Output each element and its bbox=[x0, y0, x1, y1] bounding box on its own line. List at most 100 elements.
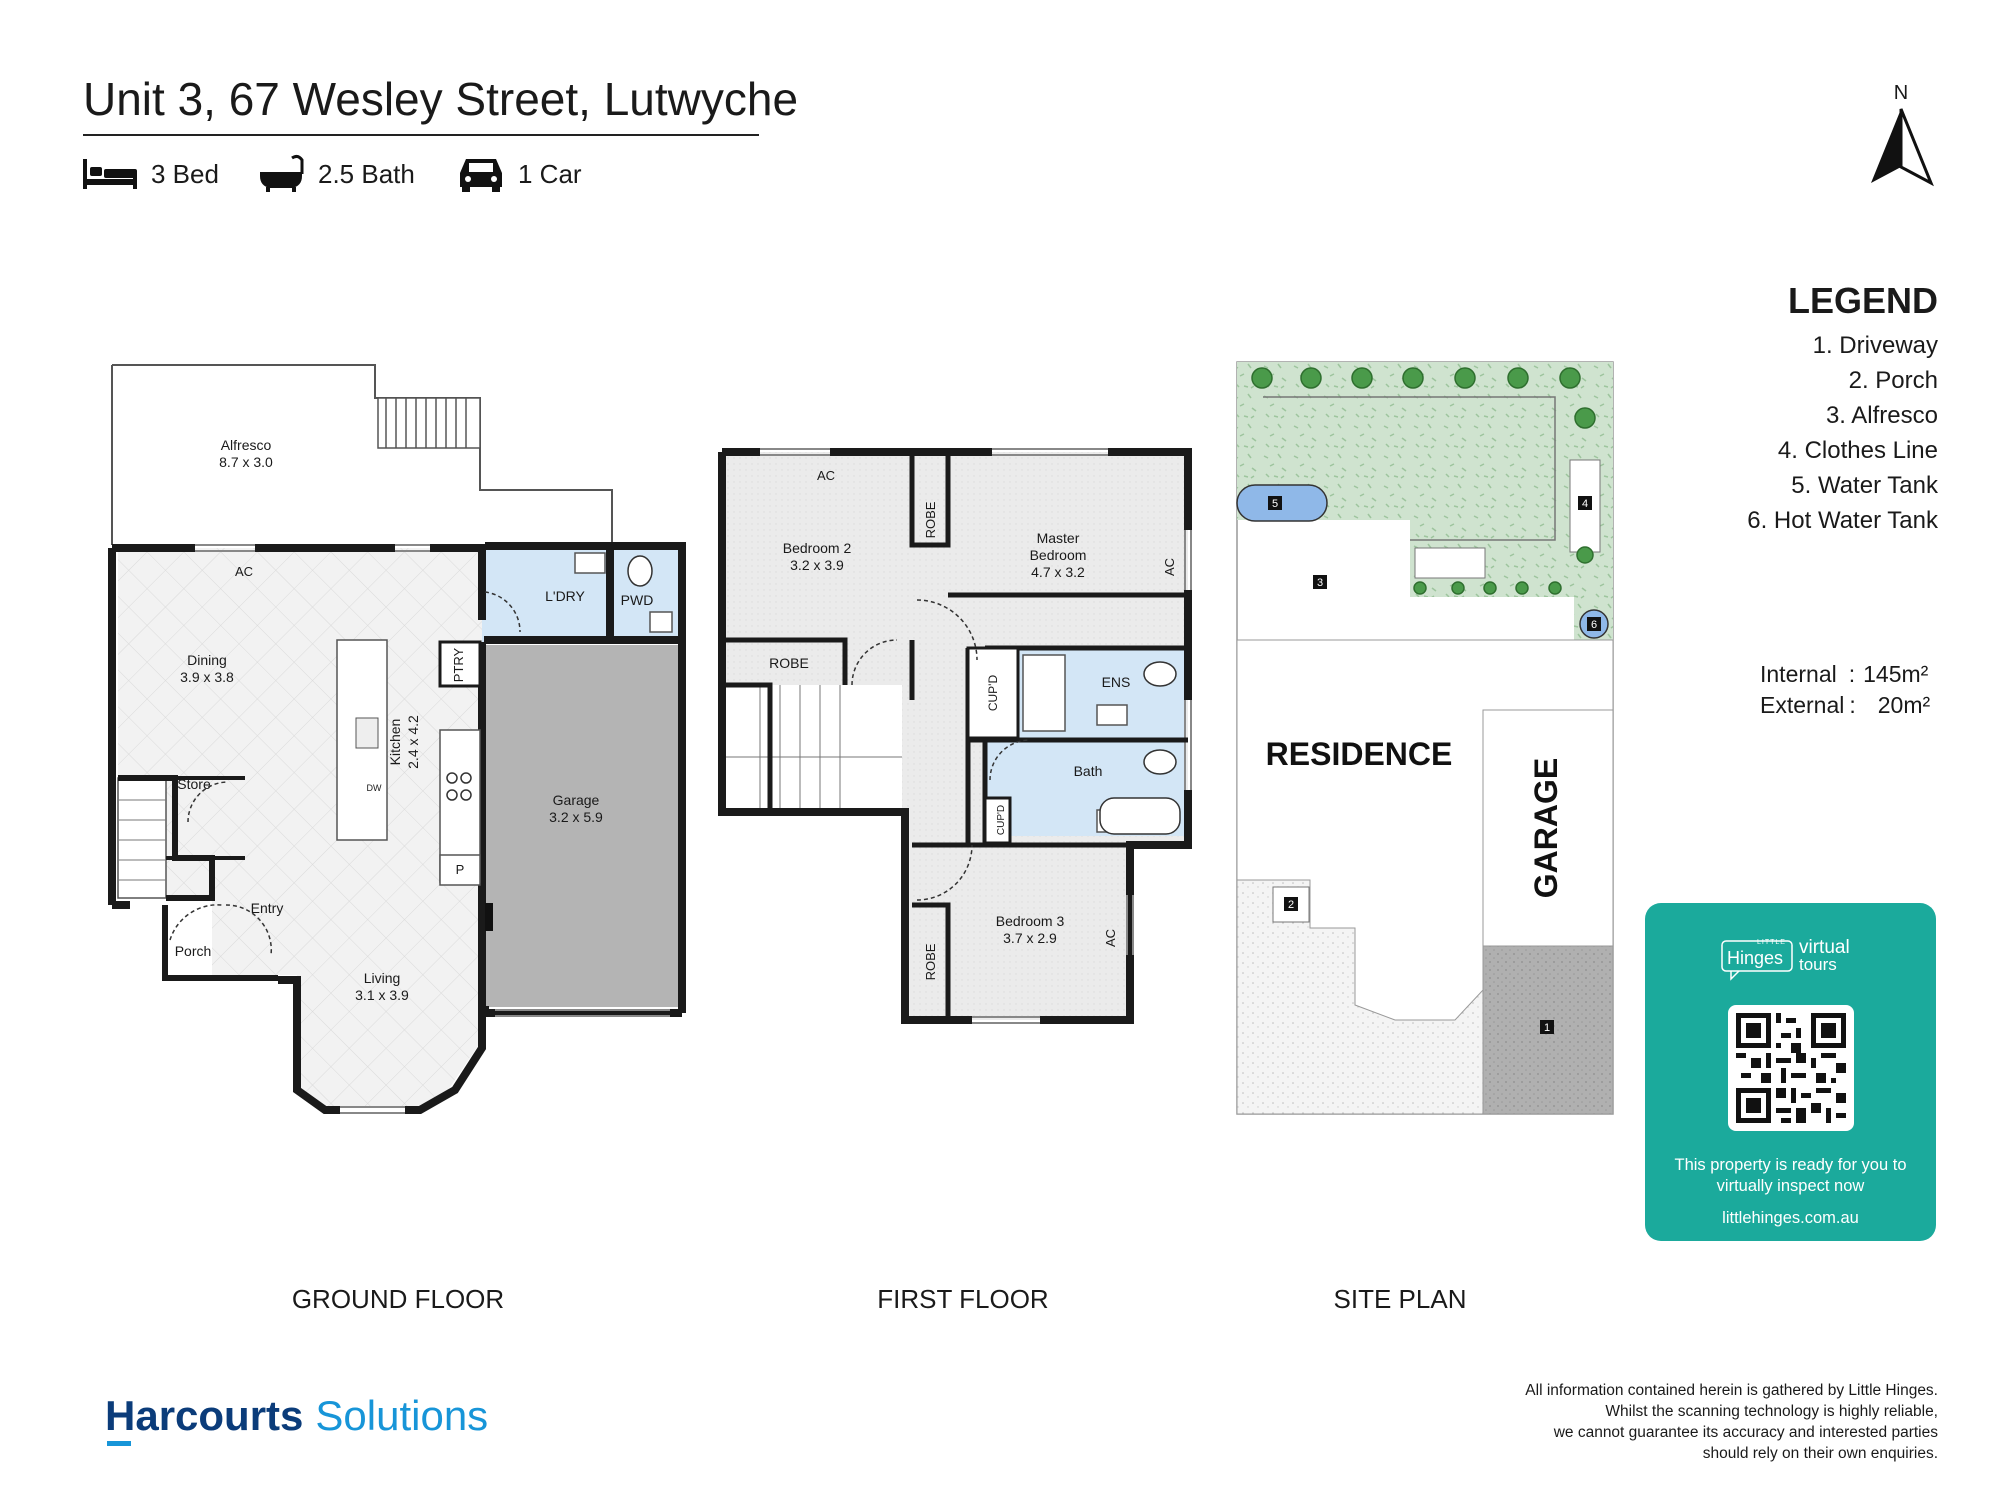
robe-label: ROBE bbox=[923, 501, 938, 538]
brand-sub: Solutions bbox=[315, 1392, 489, 1439]
kitchen-name: Kitchen bbox=[387, 719, 403, 766]
site-plan-title: SITE PLAN bbox=[1334, 1284, 1467, 1314]
store-label: Store bbox=[177, 776, 211, 792]
marker-2: 2 bbox=[1288, 899, 1294, 911]
ens-label: ENS bbox=[1102, 674, 1131, 690]
cupd-label: CUP'D bbox=[986, 675, 1000, 712]
brand-underline bbox=[107, 1441, 131, 1446]
disclaimer-line: we cannot guarantee its accuracy and int… bbox=[1553, 1424, 1938, 1441]
legend-item: 5. Water Tank bbox=[1791, 472, 1938, 499]
logo-tag-2: tours bbox=[1799, 955, 1837, 974]
dw-label: DW bbox=[367, 783, 382, 793]
legend-item: 1. Driveway bbox=[1812, 332, 1938, 359]
bedroom2-name: Bedroom 2 bbox=[783, 540, 852, 556]
virtual-tour-url[interactable]: littlehinges.com.au bbox=[1722, 1209, 1859, 1227]
master-name: Master bbox=[1037, 530, 1080, 546]
disclaimer-line: should rely on their own enquiries. bbox=[1702, 1445, 1938, 1462]
first-floor-title: FIRST FLOOR bbox=[877, 1284, 1048, 1314]
feature-bed: 3 Bed bbox=[83, 154, 219, 194]
first-floor-labels: Bedroom 2 3.2 x 3.9 AC Master Bedroom 4.… bbox=[769, 468, 1177, 980]
cupd-label: CUP'D bbox=[996, 805, 1007, 835]
robe-label: ROBE bbox=[923, 943, 938, 980]
disclaimer: All information contained herein is gath… bbox=[1338, 1380, 1938, 1464]
legend-item: 4. Clothes Line bbox=[1777, 437, 1938, 464]
feature-car-label: 1 Car bbox=[518, 158, 582, 189]
ac-label: AC bbox=[235, 564, 253, 579]
floor-areas: Internal:145m² External:20m² bbox=[1760, 661, 1931, 718]
garage-dims: 3.2 x 5.9 bbox=[549, 809, 603, 825]
feature-bed-label: 3 Bed bbox=[151, 158, 219, 189]
virtual-tour-card[interactable]: LITTLE Hinges virtual tours This bbox=[1645, 903, 1936, 1241]
qr-code-icon bbox=[1736, 1013, 1846, 1123]
page-title: Unit 3, 67 Wesley Street, Lutwyche bbox=[83, 73, 799, 125]
legend-item: 3. Alfresco bbox=[1825, 402, 1938, 429]
porch-label: Porch bbox=[175, 943, 212, 959]
disclaimer-line: All information contained herein is gath… bbox=[1525, 1382, 1938, 1399]
external-label: External bbox=[1760, 692, 1845, 718]
residence-label: RESIDENCE bbox=[1266, 736, 1453, 772]
feature-car: 1 Car bbox=[458, 154, 582, 194]
disclaimer-line: Whilst the scanning technology is highly… bbox=[1605, 1403, 1938, 1420]
bedroom3-dims: 3.7 x 2.9 bbox=[1003, 930, 1057, 946]
legend-title: LEGEND bbox=[1787, 280, 1938, 321]
bath-icon bbox=[260, 154, 304, 192]
master-ac: AC bbox=[1162, 558, 1177, 576]
car-icon bbox=[460, 159, 502, 192]
internal-value: 145m² bbox=[1863, 661, 1929, 687]
marker-6: 6 bbox=[1591, 619, 1597, 631]
bedroom2-ac: AC bbox=[817, 468, 835, 483]
marker-1: 1 bbox=[1544, 1022, 1550, 1034]
external-value: 20m² bbox=[1877, 692, 1931, 718]
garage-name: Garage bbox=[553, 792, 600, 808]
pantry-label: PTRY bbox=[451, 647, 466, 682]
alfresco-dims: 8.7 x 3.0 bbox=[219, 454, 273, 470]
first-floor-plan bbox=[718, 448, 1192, 1024]
site-plan bbox=[1236, 361, 1614, 1115]
north-arrow-icon bbox=[1871, 108, 1934, 187]
laundry-label: L'DRY bbox=[545, 588, 585, 604]
bedroom3-name: Bedroom 3 bbox=[996, 913, 1065, 929]
marker-5: 5 bbox=[1272, 498, 1278, 510]
legend-item: 6. Hot Water Tank bbox=[1747, 507, 1938, 534]
legend: LEGEND 1. Driveway 2. Porch 3. Alfresco … bbox=[1747, 280, 1938, 538]
logo-main-text: Hinges bbox=[1727, 948, 1784, 968]
feature-bath: 2.5 Bath bbox=[258, 154, 415, 194]
feature-bath-label: 2.5 Bath bbox=[318, 158, 415, 189]
virtual-tour-message: This property is ready for you to virtua… bbox=[1674, 1156, 1907, 1195]
ground-floor-labels: Alfresco 8.7 x 3.0 AC Dining 3.9 x 3.8 K… bbox=[175, 437, 654, 1003]
logo-small-text: LITTLE bbox=[1757, 939, 1786, 946]
brand-main: Harcourts bbox=[105, 1392, 304, 1439]
title-divider bbox=[83, 134, 759, 136]
bedroom3-ac: AC bbox=[1103, 929, 1118, 947]
marker-4: 4 bbox=[1582, 498, 1588, 510]
logo-tag-1: virtual bbox=[1799, 937, 1850, 958]
north-arrow: N bbox=[1866, 82, 1936, 194]
p-label: P bbox=[456, 862, 465, 877]
ground-floor-plan bbox=[108, 364, 686, 1114]
little-hinges-logo: LITTLE Hinges virtual tours bbox=[1721, 935, 1871, 983]
alfresco-name: Alfresco bbox=[221, 437, 272, 453]
north-letter: N bbox=[1893, 82, 1909, 104]
bed-icon bbox=[83, 159, 137, 189]
entry-label: Entry bbox=[251, 900, 284, 916]
powder-label: PWD bbox=[621, 592, 654, 608]
robe-label: ROBE bbox=[769, 655, 809, 671]
kitchen-dims: 2.4 x 4.2 bbox=[405, 715, 421, 769]
ground-floor-title: GROUND FLOOR bbox=[292, 1284, 504, 1314]
qr-code[interactable] bbox=[1728, 1005, 1854, 1131]
living-dims: 3.1 x 3.9 bbox=[355, 987, 409, 1003]
internal-label: Internal bbox=[1760, 661, 1837, 687]
legend-item: 2. Porch bbox=[1848, 367, 1938, 394]
site-markers: 1 2 3 4 5 6 bbox=[1268, 496, 1601, 1034]
living-name: Living bbox=[364, 970, 401, 986]
site-garage-label: GARAGE bbox=[1528, 758, 1564, 898]
marker-3: 3 bbox=[1317, 577, 1323, 589]
master-name-2: Bedroom bbox=[1030, 547, 1087, 563]
dining-name: Dining bbox=[187, 652, 227, 668]
master-dims: 4.7 x 3.2 bbox=[1031, 564, 1085, 580]
bath-label: Bath bbox=[1074, 763, 1103, 779]
dining-dims: 3.9 x 3.8 bbox=[180, 669, 234, 685]
bedroom2-dims: 3.2 x 3.9 bbox=[790, 557, 844, 573]
